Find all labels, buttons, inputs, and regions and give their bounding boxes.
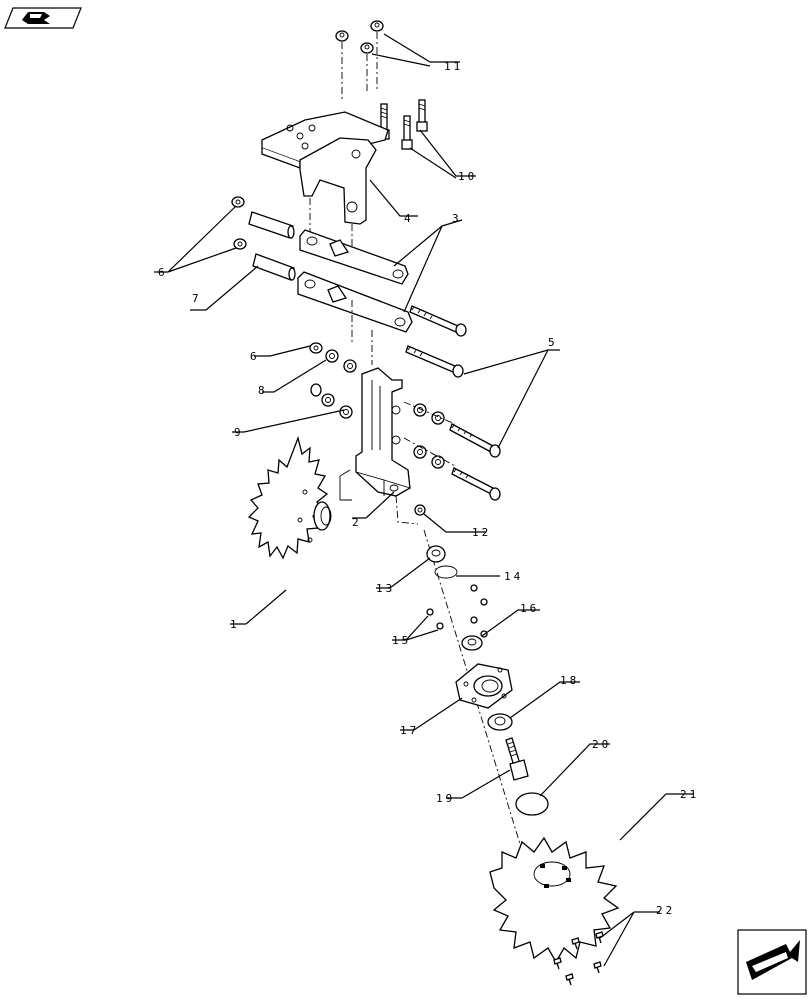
- part-4-mounting-bracket: [261, 111, 389, 250]
- callout-18: 18: [560, 674, 579, 687]
- part-16-bearing: [461, 635, 483, 651]
- part-13-washer: [426, 545, 446, 563]
- part-2-arm: [339, 367, 456, 501]
- part-11-nuts: [335, 20, 384, 100]
- book-icon[interactable]: [4, 7, 82, 29]
- callout-15: 15: [392, 634, 411, 647]
- hub-centerline: [423, 529, 521, 845]
- callout-9: 9: [234, 426, 244, 439]
- callout-17: 17: [400, 724, 419, 737]
- callout-7: 7: [192, 292, 202, 305]
- part-19-bolt: [505, 737, 529, 781]
- part-21-disc-blade: [489, 836, 620, 964]
- callout-3: 3: [452, 212, 462, 225]
- callout-1: 1: [230, 618, 240, 631]
- callout-19: 19: [436, 792, 455, 805]
- leader-lines: [154, 33, 694, 967]
- part-3-links: [297, 229, 413, 365]
- callout-22: 22: [656, 904, 675, 917]
- callout-20: 20: [592, 738, 611, 751]
- part-18-bearing: [487, 713, 513, 731]
- callout-11: 11: [444, 60, 463, 73]
- callout-6-upper: 6: [158, 266, 168, 279]
- part-6-upper-nuts: [231, 196, 247, 250]
- part-22-bolts: [553, 931, 604, 986]
- part-7-spacers: [248, 211, 296, 281]
- part-6-8-9-bushings-washers: [309, 342, 445, 469]
- callout-10: 10: [458, 170, 477, 183]
- part-1-disc-blade: [247, 435, 332, 560]
- callout-21: 21: [680, 788, 699, 801]
- callout-8: 8: [258, 384, 268, 397]
- part-15-bolts: [426, 584, 488, 638]
- part-5-bolts: [405, 305, 501, 501]
- callout-4: 4: [404, 212, 414, 225]
- callout-16: 16: [520, 602, 539, 615]
- part-20-dust-cap: [515, 792, 549, 816]
- callout-2: 2: [352, 516, 362, 529]
- callout-5: 5: [548, 336, 558, 349]
- callout-12: 12: [472, 526, 491, 539]
- callout-labels: 11 10 4 3 6 7 5 6 8 9 2 12 13 14 1 15 16…: [158, 60, 699, 917]
- part-17-hub-flange: [455, 663, 513, 709]
- callout-13: 13: [376, 582, 395, 595]
- callout-14: 14: [504, 570, 523, 583]
- callout-6-lower: 6: [250, 350, 260, 363]
- part-14-snap-ring: [434, 565, 458, 579]
- part-12-nut: [395, 495, 426, 525]
- next-page-arrow-icon[interactable]: [737, 929, 807, 995]
- part-10-bolts: [378, 99, 428, 150]
